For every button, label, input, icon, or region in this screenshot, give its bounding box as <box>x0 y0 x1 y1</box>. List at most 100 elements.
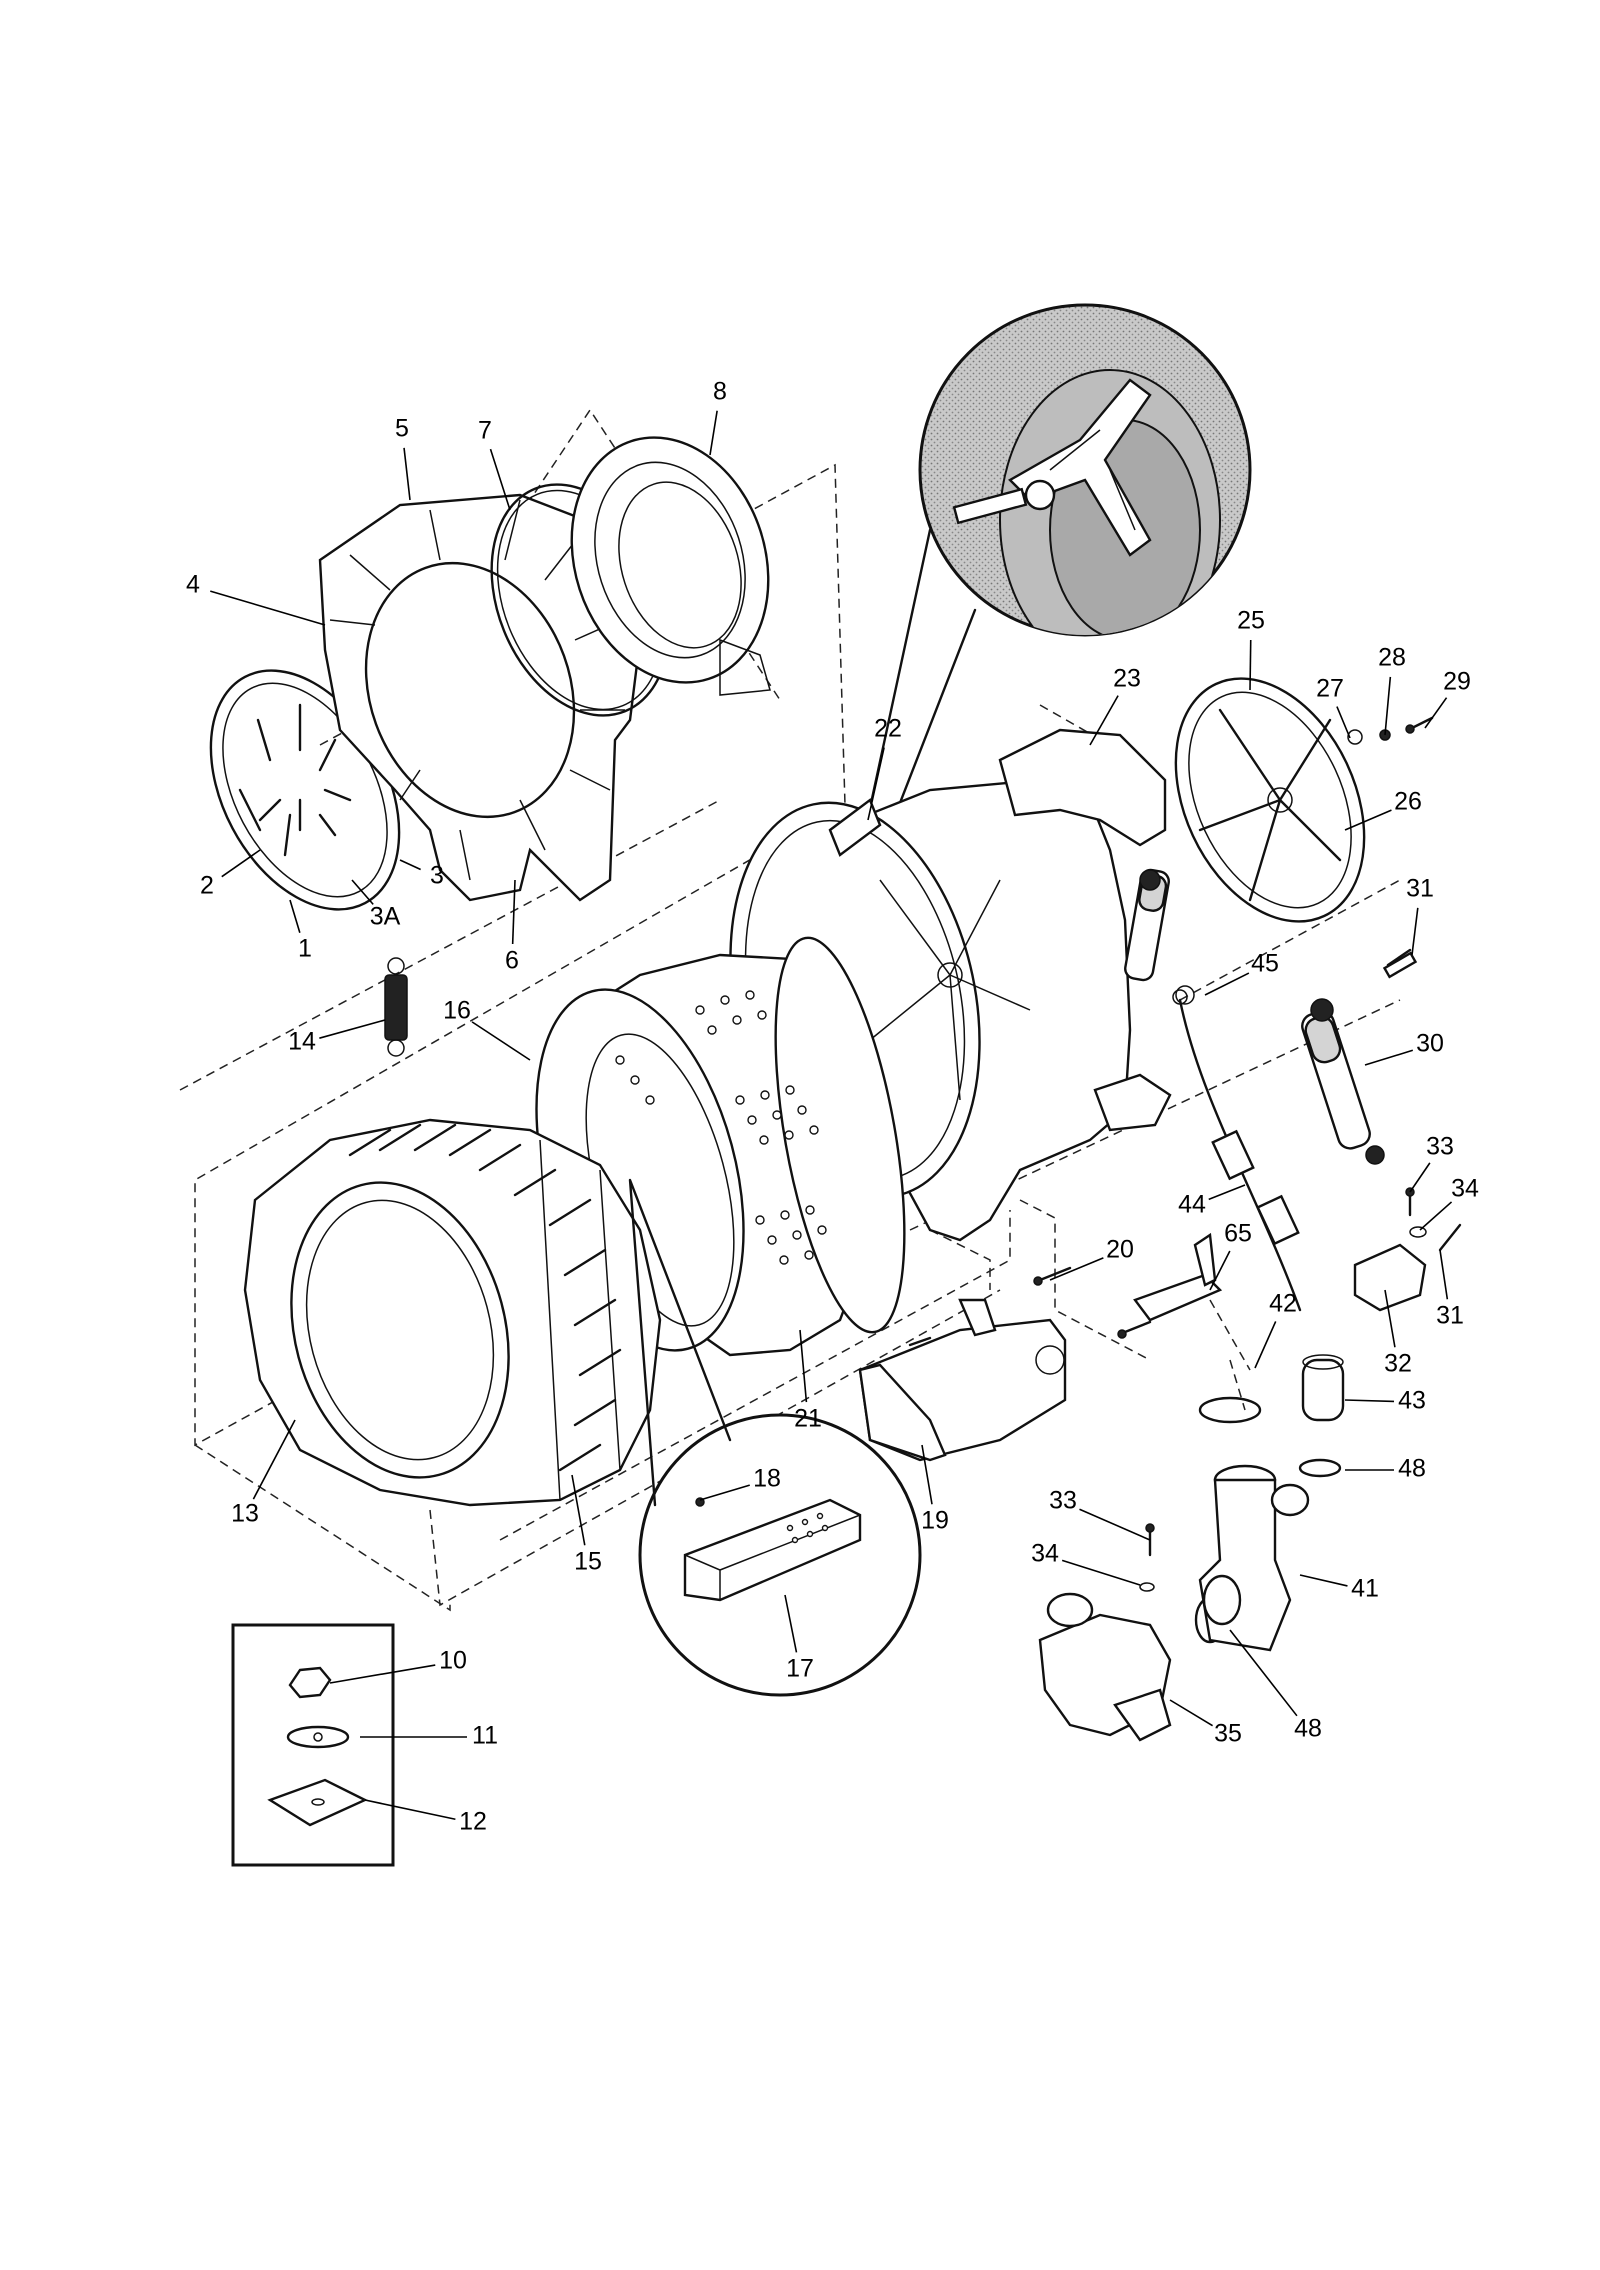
leader-line <box>1439 1249 1449 1300</box>
leader-line <box>471 1021 531 1061</box>
leader-line <box>1249 639 1252 691</box>
part-number-label: 7 <box>478 417 492 445</box>
leader-line <box>329 1664 436 1684</box>
part-number-label: 12 <box>459 1808 487 1836</box>
callout-c22: 22 <box>867 715 902 821</box>
part-number-label: 27 <box>1316 675 1344 703</box>
part-number-label: 6 <box>505 947 519 975</box>
leader-line <box>351 879 374 905</box>
pressure-chamber <box>1301 1354 1345 1422</box>
leader-line <box>252 1419 296 1500</box>
callout-c3a: 3A <box>351 879 401 931</box>
callout-c27: 27 <box>1316 675 1351 739</box>
drive-motor <box>858 1298 1067 1462</box>
part-number-label: 33 <box>1049 1487 1077 1515</box>
leader-line <box>403 447 411 501</box>
callout-c6: 6 <box>505 879 519 975</box>
part-number-label: 34 <box>1031 1540 1059 1568</box>
part-number-label: 4 <box>186 571 200 599</box>
part-number-label: 23 <box>1113 665 1141 693</box>
pressure-hose <box>1172 989 1302 1312</box>
part-number-label: 30 <box>1416 1030 1444 1058</box>
leader-line <box>1204 972 1250 996</box>
part-number-label: 8 <box>713 378 727 406</box>
part-number-label: 26 <box>1394 788 1422 816</box>
rear-counterweight <box>998 728 1167 847</box>
callout-c41: 41 <box>1299 1574 1379 1603</box>
part-number-label: 34 <box>1451 1175 1479 1203</box>
part-number-label: 28 <box>1378 644 1406 672</box>
leader-line <box>489 448 511 511</box>
callout-c31b: 31 <box>1436 1249 1464 1330</box>
drain-pump <box>1038 1592 1172 1742</box>
part-number-label: 13 <box>231 1500 259 1528</box>
part-number-label: 10 <box>439 1647 467 1675</box>
spider-detail-inset <box>833 303 1252 972</box>
callout-c33b: 33 <box>1049 1487 1151 1541</box>
callout-c34a: 34 <box>1419 1175 1479 1231</box>
callout-c11: 11 <box>360 1722 498 1750</box>
callout-c32: 32 <box>1384 1289 1412 1378</box>
callout-c29: 29 <box>1424 668 1471 729</box>
leader-line <box>1169 1699 1214 1727</box>
leader-line <box>1208 1184 1246 1201</box>
leader-line <box>399 859 421 871</box>
callout-c15: 15 <box>571 1474 602 1576</box>
part-number-label: 65 <box>1224 1220 1252 1248</box>
leader-line <box>221 849 261 878</box>
drum-pulley <box>1174 677 1366 923</box>
callout-c48b: 48 <box>1229 1629 1322 1743</box>
part-number-label: 3A <box>370 903 401 931</box>
leader-line <box>1209 1250 1231 1291</box>
callout-c12: 12 <box>364 1799 487 1836</box>
part-number-label: 2 <box>200 872 214 900</box>
callout-c1: 1 <box>289 899 312 963</box>
leader-line <box>1049 1257 1104 1281</box>
pump-screws <box>1139 1523 1155 1592</box>
shock-absorber-right <box>1301 998 1385 1165</box>
motor-bolts <box>908 1266 1152 1347</box>
callout-c45: 45 <box>1204 950 1279 996</box>
callout-c2: 2 <box>200 849 261 900</box>
part-number-label: 42 <box>1269 1290 1297 1318</box>
callout-c19: 19 <box>921 1444 949 1535</box>
part-number-label: 14 <box>288 1028 316 1056</box>
hardware-inset-box <box>231 1623 395 1867</box>
callout-c43: 43 <box>1344 1387 1426 1415</box>
leader-line <box>709 410 718 456</box>
part-number-label: 41 <box>1351 1575 1379 1603</box>
callout-c30: 30 <box>1364 1030 1444 1066</box>
front-tub-bolts <box>348 1123 622 1472</box>
part-number-label: 17 <box>786 1655 814 1683</box>
leader-line <box>1079 1508 1151 1541</box>
leader-line <box>210 590 326 626</box>
part-number-label: 15 <box>574 1548 602 1576</box>
suspension-spring-left <box>384 957 408 1057</box>
leader-line <box>1364 1049 1414 1066</box>
part-number-label: 29 <box>1443 668 1471 696</box>
callout-c44: 44 <box>1178 1184 1246 1219</box>
leader-line <box>364 1799 456 1821</box>
leader-line <box>1089 695 1119 746</box>
part-number-label: 45 <box>1251 950 1279 978</box>
leader-line <box>319 1019 386 1039</box>
callout-c16: 16 <box>443 997 531 1061</box>
part-number-label: 25 <box>1237 607 1265 635</box>
callout-c42: 42 <box>1254 1290 1297 1369</box>
leader-line <box>1229 1629 1298 1717</box>
leader-line <box>289 899 301 933</box>
leader-line <box>1409 1162 1431 1193</box>
part-number-label: 19 <box>921 1507 949 1535</box>
leader-line <box>784 1594 798 1653</box>
shock-absorber-left <box>1124 868 1170 982</box>
part-number-label: 31 <box>1406 875 1434 903</box>
leader-line <box>921 1444 933 1505</box>
hose-clip <box>1175 985 1195 1005</box>
leader-line <box>1344 809 1392 831</box>
part-number-label: 35 <box>1214 1720 1242 1748</box>
part-number-label: 48 <box>1294 1715 1322 1743</box>
part-number-label: 22 <box>874 715 902 743</box>
callout-c25: 25 <box>1237 607 1265 691</box>
